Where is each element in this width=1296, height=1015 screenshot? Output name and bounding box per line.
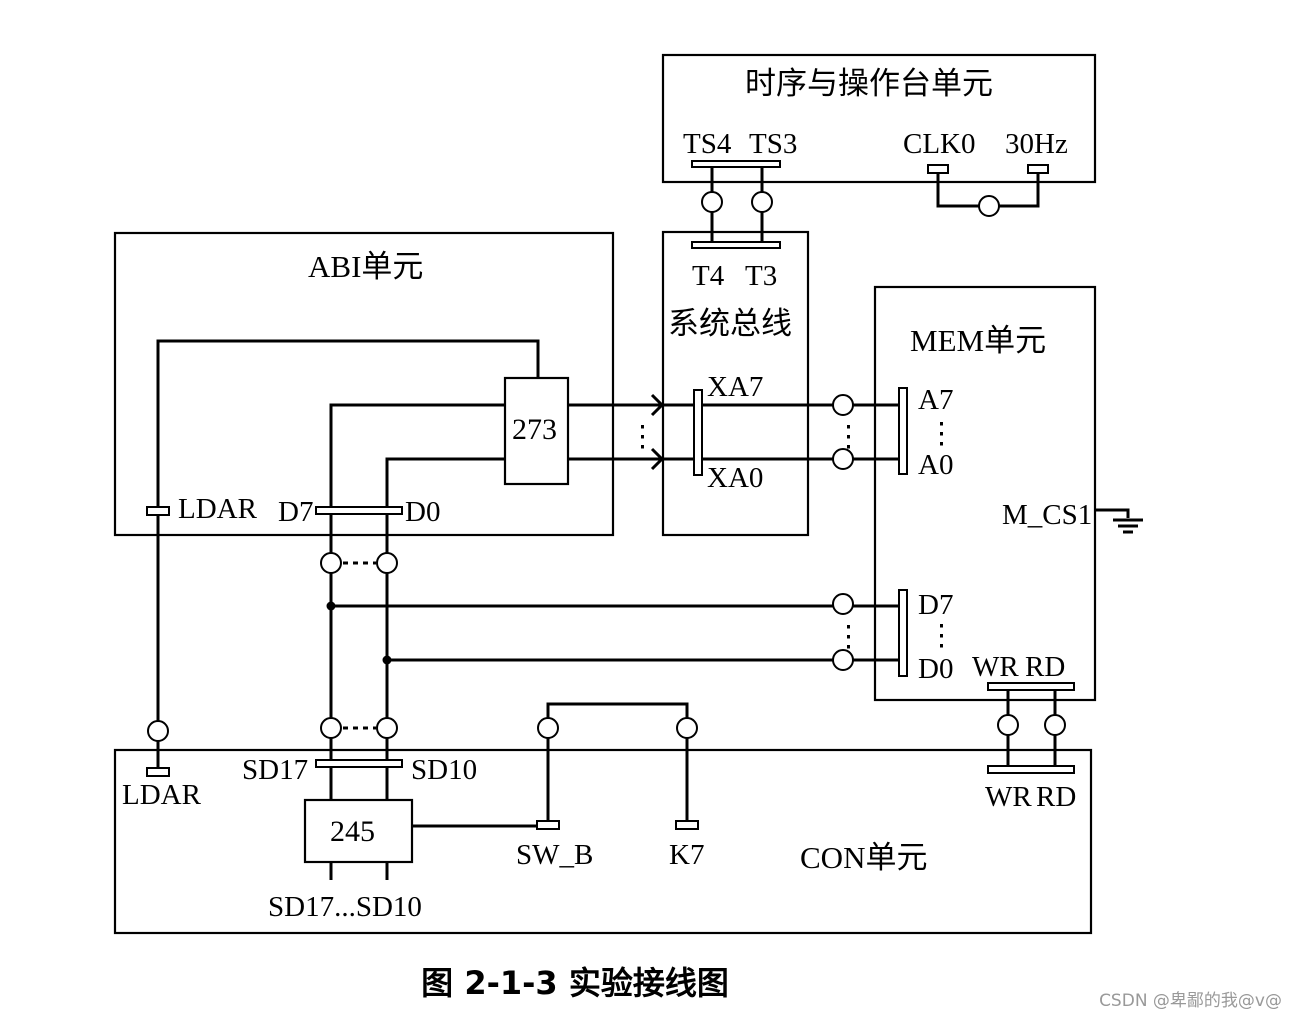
- d-vdots: ⋮: [927, 620, 956, 652]
- con-sd17-node: [320, 717, 342, 739]
- abi-d0-node: [376, 552, 398, 574]
- xa0-label: XA0: [707, 462, 763, 494]
- abi-ldar-pin: [146, 506, 170, 516]
- con-unit-title: CON单元: [800, 840, 927, 875]
- abi-out-vdots: ⋮: [628, 421, 657, 453]
- ldar-node: [147, 720, 169, 742]
- ground-wire: [1095, 508, 1130, 518]
- chip-273-box: [503, 376, 570, 486]
- timing-unit-title: 时序与操作台单元: [745, 66, 993, 101]
- abi-d7-node: [320, 552, 342, 574]
- con-rd-label: RD: [1036, 781, 1076, 813]
- clk0-pin: [927, 164, 949, 174]
- clk0-label: CLK0: [903, 128, 976, 160]
- ts4-label: TS4: [683, 128, 732, 160]
- d0-to-273-wire: [385, 457, 505, 507]
- swb-label: SW_B: [516, 839, 593, 871]
- xa7-arrow: [650, 393, 665, 417]
- abi-d7-label: D7: [278, 496, 313, 528]
- k7-label: K7: [669, 839, 704, 871]
- bus-unit-box: [661, 230, 810, 537]
- mem-rd-label: RD: [1025, 651, 1065, 683]
- abi-unit-title: ABI单元: [308, 249, 423, 284]
- sd10-label: SD10: [411, 754, 477, 786]
- chip-273-label: 273: [512, 413, 557, 446]
- mem-unit-box: [873, 285, 1097, 702]
- swb-k7-jumper-wire: [546, 702, 689, 821]
- con-sd-connector-bar: [315, 759, 403, 768]
- con-ldar-label: LDAR: [122, 779, 202, 811]
- mem-d0-label: D0: [918, 653, 953, 685]
- k7-pin: [675, 820, 699, 830]
- a0-node: [832, 448, 854, 470]
- a-vdots: ⋮: [927, 418, 956, 450]
- t4-label: T4: [692, 260, 725, 292]
- figure-caption: 图 2-1-3 实验接线图: [421, 964, 729, 1002]
- ts-connector-bar: [691, 160, 781, 168]
- mem-a-connector-bar: [898, 387, 908, 475]
- a0-label: A0: [918, 449, 953, 481]
- mem-d-connector-bar: [898, 589, 908, 677]
- abi-ldar-label: LDAR: [178, 493, 258, 525]
- con-sd10-node: [376, 717, 398, 739]
- con-unit-box: [113, 748, 1093, 935]
- abi-d-connector-bar: [315, 506, 403, 515]
- sd-range-label: SD17...SD10: [268, 891, 422, 923]
- mem-d0-node: [832, 649, 854, 671]
- con-wr-label: WR: [985, 781, 1032, 813]
- xa-connector-bar: [693, 389, 703, 476]
- swb-node: [537, 717, 559, 739]
- chip-245-label: 245: [330, 815, 375, 848]
- clk-jumper-node: [978, 195, 1000, 217]
- xa0-arrow: [650, 447, 665, 471]
- chip-245-box: [303, 798, 414, 864]
- swb-pin: [536, 820, 560, 830]
- ts3-node: [751, 191, 773, 213]
- 30hz-label: 30Hz: [1005, 128, 1068, 160]
- mem-wr-rd-connector-bar: [987, 682, 1075, 691]
- sd17-label: SD17: [242, 754, 308, 786]
- 30hz-pin: [1027, 164, 1049, 174]
- bus-unit-title: 系统总线: [668, 306, 792, 341]
- addr-wire-vdots: ⋮: [834, 421, 863, 453]
- abi-d0-label: D0: [405, 496, 440, 528]
- mem-unit-title: MEM单元: [910, 323, 1046, 358]
- mem-wr-label: WR: [972, 651, 1019, 683]
- k7-node: [676, 717, 698, 739]
- mem-d7-label: D7: [918, 589, 953, 621]
- d7-to-273-wire: [329, 403, 505, 507]
- d7-junction-dot: [326, 601, 336, 611]
- t-connector-bar: [691, 241, 781, 249]
- ts4-node: [701, 191, 723, 213]
- ldar-wire: [156, 339, 540, 507]
- watermark: CSDN @卑鄙的我@v@: [1099, 991, 1282, 1011]
- wr-node: [997, 714, 1019, 736]
- ts3-label: TS3: [749, 128, 797, 160]
- a7-node: [832, 394, 854, 416]
- mem-d7-node: [832, 593, 854, 615]
- a7-label: A7: [918, 384, 953, 416]
- d0-junction-dot: [382, 655, 392, 665]
- m-cs1-label: M_CS1: [1002, 499, 1092, 531]
- xa7-label: XA7: [707, 371, 763, 403]
- data-wire-vdots: ⋮: [834, 621, 863, 653]
- con-wr-rd-connector-bar: [987, 765, 1075, 774]
- t3-label: T3: [745, 260, 777, 292]
- con-ldar-pin: [146, 767, 170, 777]
- rd-node: [1044, 714, 1066, 736]
